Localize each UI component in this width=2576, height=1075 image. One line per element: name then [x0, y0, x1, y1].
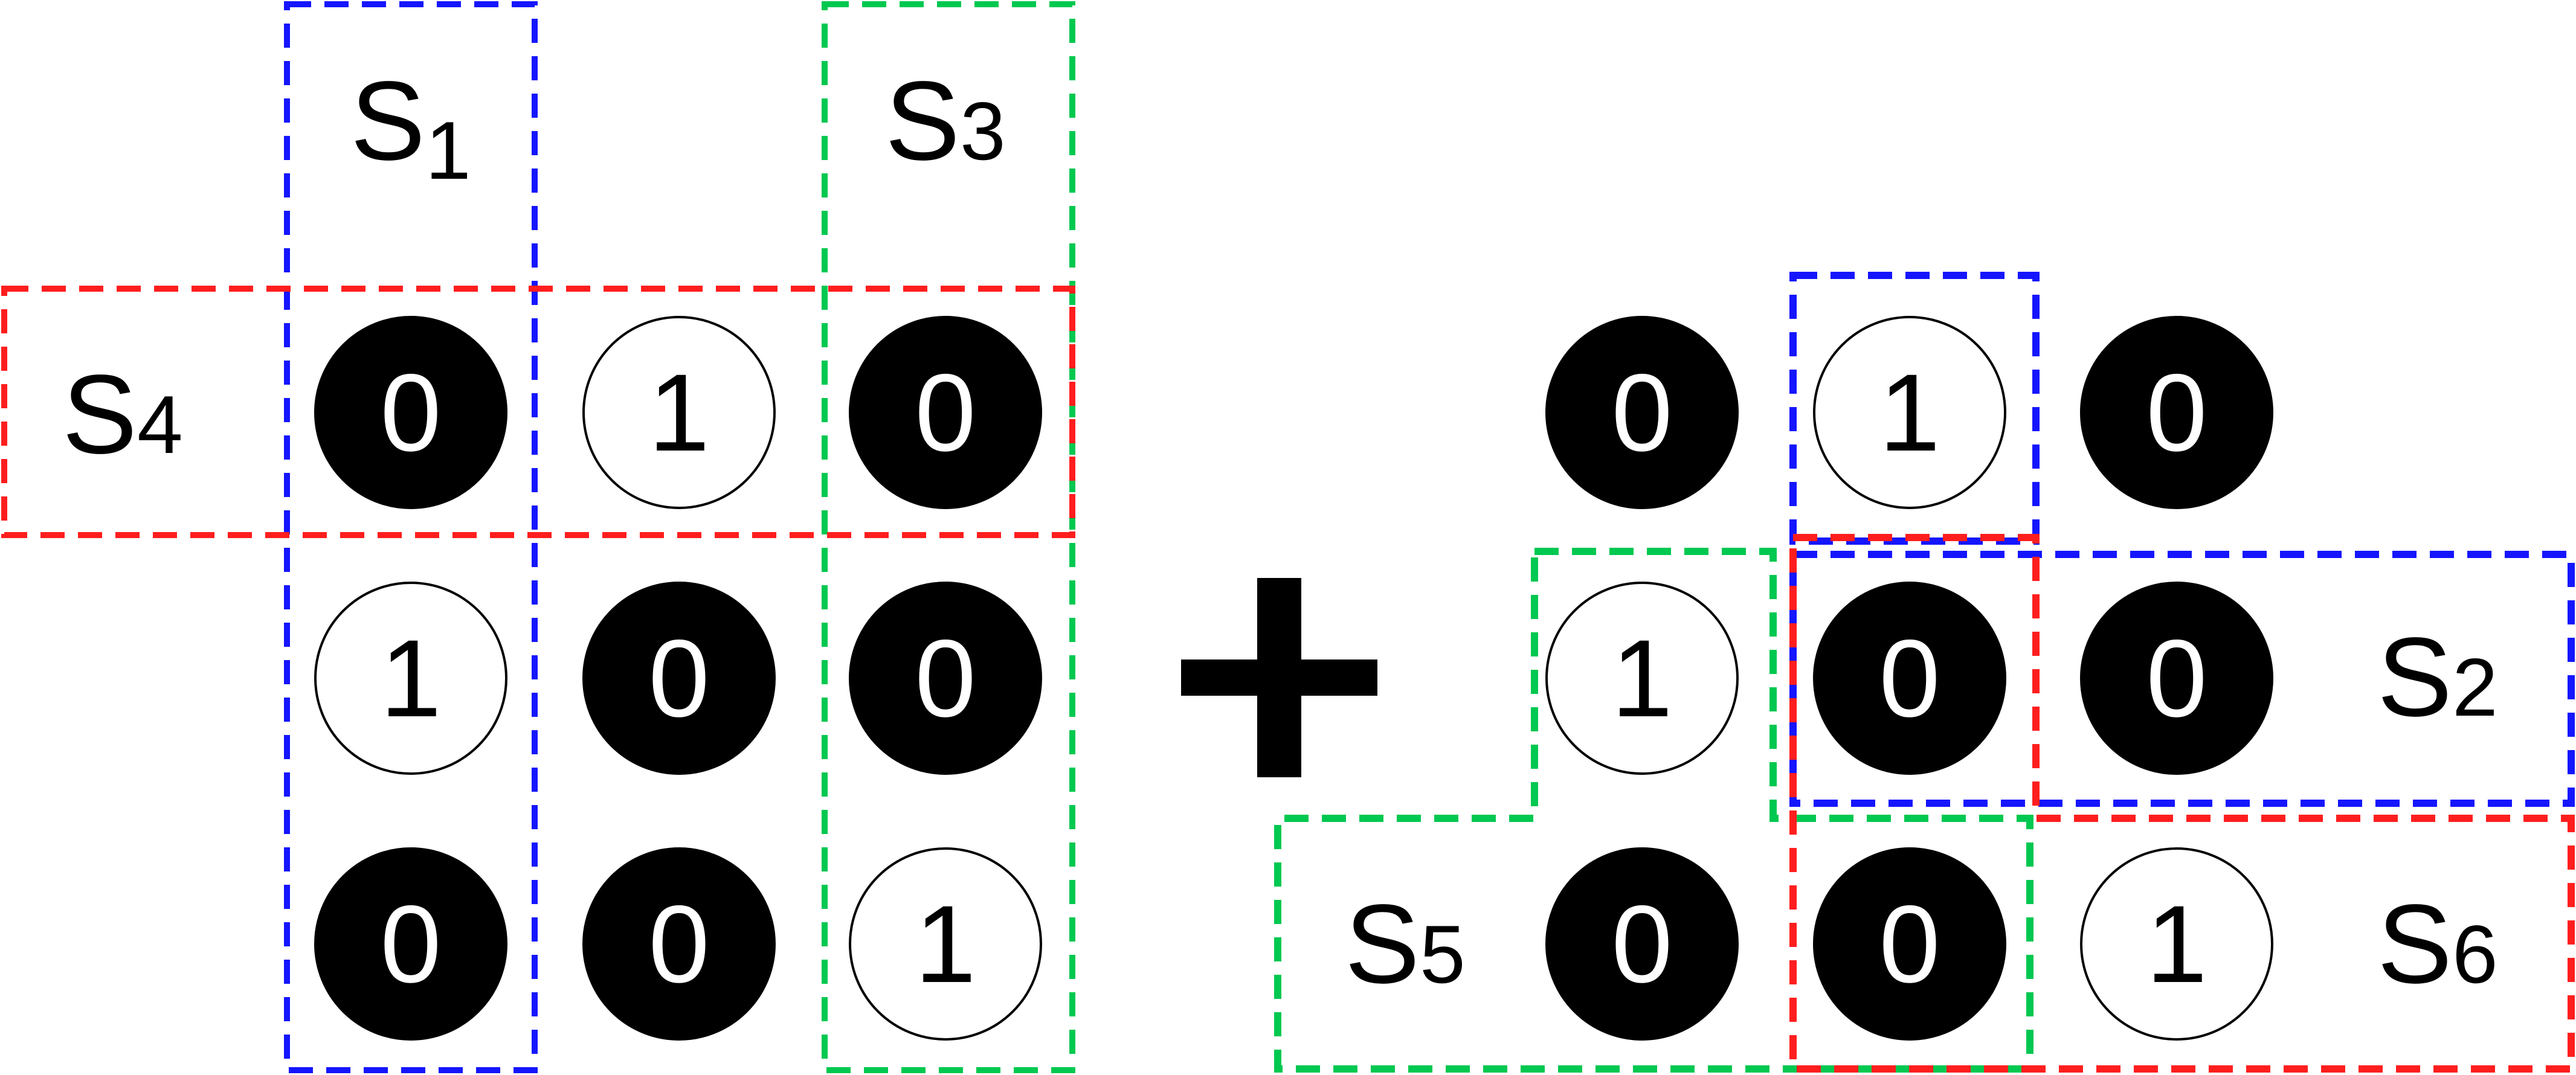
plus-icon: [1181, 578, 1377, 777]
right-cell-r1c1-value: 0: [1611, 351, 1672, 474]
label-s2-sub: 2: [2452, 641, 2498, 733]
left-cell-r2c2-value: 0: [648, 617, 709, 740]
right-cell-r2c1-circle: [1545, 582, 1739, 775]
left-cell-r2c1-value: 1: [380, 617, 441, 740]
group-s1-right-box: [1789, 272, 2040, 545]
left-cell-r1c3: 0: [849, 316, 1042, 509]
label-s5-main: S: [1345, 882, 1420, 1007]
left-cell-r1c2-value: 1: [648, 351, 709, 474]
label-s1: S1: [350, 59, 471, 196]
left-cell-r3c1-circle: [314, 847, 507, 1041]
right-cell-r1c3: 0: [2080, 316, 2273, 509]
right-cell-r1c2-circle: [1813, 316, 2006, 509]
right-cell-r3c1-circle: [1545, 847, 1739, 1041]
left-cell-r1c3-value: 0: [915, 351, 976, 474]
group-s1-box: [284, 1, 538, 1073]
right-cell-r2c1-value: 1: [1611, 617, 1672, 740]
left-cell-r2c2: 0: [582, 582, 776, 775]
left-cell-r3c1: 0: [314, 847, 507, 1041]
right-cell-r2c3: 0: [2080, 582, 2273, 775]
right-cell-r2c3-value: 0: [2146, 617, 2207, 740]
left-cell-r1c2: 1: [582, 316, 776, 509]
left-cell-r2c3: 0: [849, 582, 1042, 775]
left-cell-r2c3-value: 0: [915, 617, 976, 740]
right-cell-r1c2-value: 1: [1879, 351, 1940, 474]
right-cell-r3c3-value: 1: [2146, 882, 2207, 1006]
left-cell-r1c2-circle: [582, 316, 776, 509]
label-s3: S3: [885, 59, 1006, 184]
right-cell-r3c1-value: 0: [1611, 882, 1672, 1006]
left-cell-r2c3-circle: [849, 582, 1042, 775]
left-cell-r1c3-circle: [849, 316, 1042, 509]
right-cell-r3c3: 1: [2080, 847, 2273, 1041]
right-cell-r2c2-value: 0: [1879, 617, 1940, 740]
label-s4-sub: 4: [137, 379, 183, 470]
right-cell-r1c1: 0: [1545, 316, 1739, 509]
right-cell-r2c2-circle: [1813, 582, 2006, 775]
right-cell-r2c2: 0: [1813, 582, 2006, 775]
label-s6: S6: [2377, 882, 2498, 1007]
label-s1-sub: 1: [425, 104, 471, 196]
left-cell-r2c2-circle: [582, 582, 776, 775]
label-s2: S2: [2377, 615, 2498, 740]
right-cell-r3c2: 0: [1813, 847, 2006, 1041]
label-s6-main: S: [2377, 882, 2452, 1007]
left-cell-r3c3-circle: [849, 847, 1042, 1041]
left-cell-r1c1-value: 0: [380, 351, 441, 474]
label-s2-main: S: [2377, 615, 2452, 740]
label-s6-sub: 6: [2452, 908, 2498, 1000]
label-s3-sub: 3: [960, 85, 1006, 177]
right-cell-r3c2-circle: [1813, 847, 2006, 1041]
right-cell-r1c3-value: 0: [2146, 351, 2207, 474]
plus-icon-bar-v: [1257, 578, 1301, 777]
left-cell-r3c1-value: 0: [380, 882, 441, 1006]
left-cell-r1c1: 0: [314, 316, 507, 509]
label-s4: S4: [62, 352, 183, 477]
left-cell-r3c3: 1: [849, 847, 1042, 1041]
left-cell-r3c2: 0: [582, 847, 776, 1041]
label-s3-main: S: [885, 59, 960, 184]
label-s5-sub: 5: [1420, 908, 1466, 1000]
left-cell-r3c3-value: 1: [915, 882, 976, 1006]
right-cell-r1c2: 1: [1813, 316, 2006, 509]
label-s4-main: S: [62, 352, 137, 477]
right-cell-r3c1: 0: [1545, 847, 1739, 1041]
right-cell-r1c1-circle: [1545, 316, 1739, 509]
left-cell-r3c2-value: 0: [648, 882, 709, 1006]
right-cell-r3c3-circle: [2080, 847, 2273, 1041]
label-s5: S5: [1345, 882, 1466, 1007]
group-s3-box: [822, 1, 1075, 1073]
right-cell-r1c3-circle: [2080, 316, 2273, 509]
group-s4-box: [1, 286, 1075, 538]
group-s6-box: [1789, 534, 2575, 1073]
left-cell-r2c1: 1: [314, 582, 507, 775]
right-cell-r2c3-circle: [2080, 582, 2273, 775]
left-cell-r3c2-circle: [582, 847, 776, 1041]
right-cell-r3c2-value: 0: [1879, 882, 1940, 1006]
left-cell-r1c1-circle: [314, 316, 507, 509]
left-cell-r2c1-circle: [314, 582, 507, 775]
right-cell-r2c1: 1: [1545, 582, 1739, 775]
label-s1-main: S: [350, 59, 425, 184]
